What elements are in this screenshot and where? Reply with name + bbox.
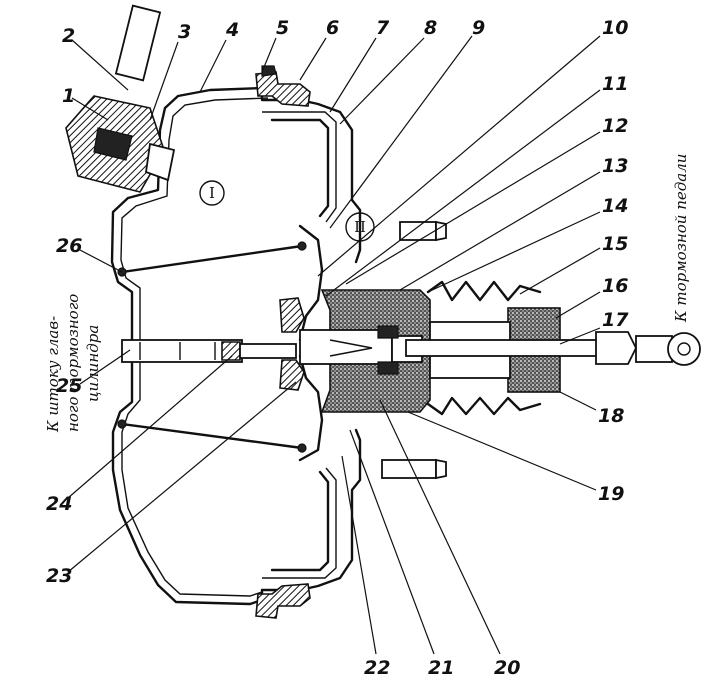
label-12: 12 [602, 115, 628, 137]
svg-text:цилиндра: цилиндра [84, 325, 102, 402]
vacuum-fitting [65, 4, 176, 193]
svg-text:К тормозной педали: К тормозной педали [672, 154, 690, 323]
label-25: 25 [56, 375, 82, 397]
label-21: 21 [428, 657, 454, 679]
label-5: 5 [276, 17, 289, 39]
svg-text:ного тормозного: ного тормозного [64, 294, 82, 432]
label-26: 26 [56, 235, 82, 257]
label-3: 3 [178, 21, 191, 43]
label-23: 23 [46, 565, 72, 587]
flange-clamp-bottom [255, 583, 311, 619]
label-19: 19 [598, 483, 624, 505]
label-7: 7 [376, 17, 390, 39]
pedal-annotation: К тормозной педали [672, 154, 690, 323]
label-9: 9 [472, 17, 485, 39]
svg-text:II: II [354, 218, 366, 236]
label-4: 4 [225, 19, 239, 41]
label-15: 15 [602, 233, 628, 255]
label-6: 6 [326, 17, 339, 39]
output-rod [121, 339, 297, 363]
flange-clamp-top [255, 65, 311, 107]
push-rod [405, 331, 701, 366]
label-2: 2 [62, 25, 75, 47]
label-16: 16 [602, 275, 628, 297]
svg-text:I: I [209, 184, 215, 202]
label-20: 20 [494, 657, 520, 679]
label-10: 10 [602, 17, 628, 39]
label-14: 14 [602, 195, 628, 217]
label-1: 1 [62, 85, 75, 107]
piston-plate [279, 224, 324, 462]
label-18: 18 [598, 405, 624, 427]
master-cylinder-annotation: К штоку глав- ного тормозного цилиндра [44, 294, 102, 433]
part-number-labels: 1 2 3 4 5 6 7 8 9 10 11 12 13 14 15 16 1… [46, 17, 629, 679]
return-spring [117, 241, 307, 453]
label-8: 8 [424, 17, 437, 39]
mounting-studs [381, 220, 447, 480]
label-13: 13 [602, 155, 628, 177]
label-24: 24 [46, 493, 72, 515]
diaphragm [262, 111, 337, 579]
dust-boot [426, 280, 542, 416]
label-17: 17 [602, 309, 629, 331]
label-11: 11 [602, 73, 628, 95]
front-housing [110, 86, 269, 606]
label-22: 22 [364, 657, 390, 679]
chamber-one-mark: I [199, 180, 225, 206]
leader-lines [67, 35, 601, 655]
svg-text:К штоку глав-: К штоку глав- [44, 316, 62, 433]
